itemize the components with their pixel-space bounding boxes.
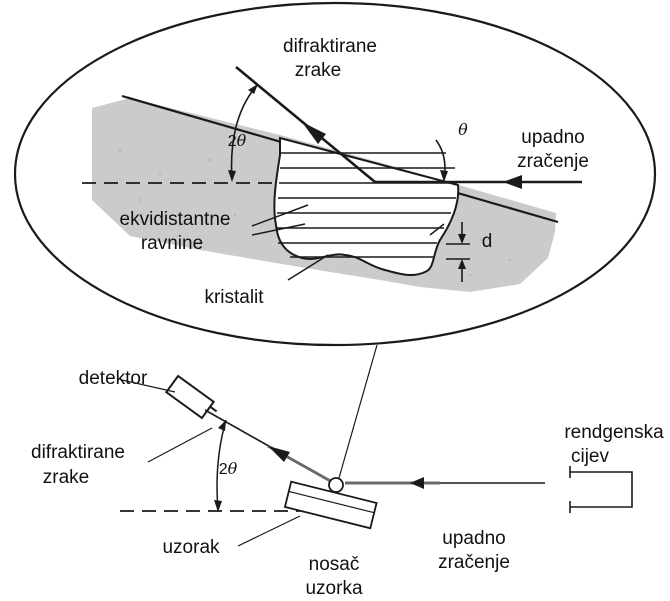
label-detektor: detektor (79, 368, 148, 389)
label-difraktirane-bottom: difraktirane (31, 442, 125, 463)
label-two-theta-bottom: 2θ (219, 459, 238, 478)
pointer-kristalit (287, 254, 329, 281)
label-cijev: cijev (571, 446, 610, 467)
crystallite (273, 136, 460, 277)
pointer-planes-1 (251, 204, 309, 227)
label-difraktirane-top: difraktirane (283, 36, 377, 57)
pointer-edge-right (429, 223, 445, 236)
label-nosac: nosač (309, 554, 360, 575)
incident-arrowhead-top (503, 175, 522, 189)
label-two-theta-top: 2θ (228, 131, 247, 150)
label-ravnine: ravnine (141, 233, 203, 254)
label-uzorka: uzorka (305, 578, 362, 599)
lattice-planes (276, 152, 457, 258)
label-rendgenska: rendgenska (564, 422, 664, 443)
sample-point (328, 477, 344, 493)
pointer-detektor (121, 379, 176, 393)
labels: difraktirane zrake upadno zračenje 2θ θ … (31, 36, 664, 599)
label-uzorak: uzorak (162, 537, 220, 558)
xray-tube (570, 471, 633, 508)
pointer-uzorak (237, 515, 301, 547)
pointer-difraktirane-bottom (147, 427, 213, 463)
incident-arrowhead-bottom (410, 477, 424, 489)
diffracted-arrowhead-top (302, 122, 326, 144)
label-ekvidistantne: ekvidistantne (120, 209, 231, 230)
label-d: d (482, 231, 493, 252)
crystal-texture (118, 148, 512, 276)
label-zrake-bottom: zrake (43, 467, 89, 488)
pointer-planes-2 (251, 223, 306, 236)
diffractometer-schematic (120, 374, 633, 547)
magnification-ellipse (13, 1, 657, 347)
diffracted-arrowhead-bottom (268, 446, 290, 462)
label-zrake-top: zrake (295, 60, 341, 81)
label-zracenje-top: zračenje (517, 151, 589, 172)
zoom-connector (336, 344, 378, 486)
magnified-view (13, 1, 657, 347)
label-upadno-top: upadno (521, 127, 584, 148)
label-theta: θ (458, 120, 468, 139)
label-zracenje-bottom: zračenje (438, 552, 510, 573)
label-upadno-bottom: upadno (442, 528, 505, 549)
detector (164, 374, 218, 420)
label-kristalit: kristalit (204, 287, 264, 308)
